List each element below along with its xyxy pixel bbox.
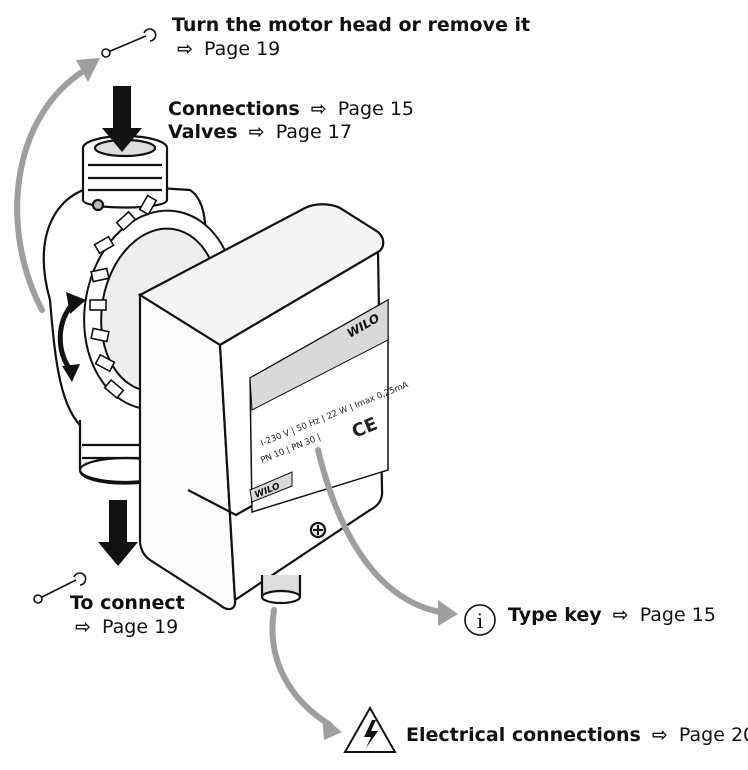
label-motor-head-ref: ⇨ Page 19 [172, 38, 280, 61]
pointer-arrows [14, 58, 458, 740]
label-electrical-title: Electrical connections [406, 724, 641, 746]
ref-page[interactable]: Page 17 [275, 121, 352, 143]
ref-page[interactable]: Page 15 [639, 604, 716, 626]
label-electrical: Electrical connections ⇨ Page 20 [406, 724, 748, 747]
ref-arrow-icon: ⇨ [651, 724, 668, 746]
flow-arrow-out [98, 500, 138, 566]
svg-text:i: i [477, 609, 483, 633]
flow-arrow-in [102, 86, 142, 152]
ref-arrow-icon: ⇨ [612, 604, 629, 626]
label-type-key-title: Type key [508, 604, 602, 626]
label-motor-head-title: Turn the motor head or remove it [172, 14, 531, 36]
ref-page[interactable]: Page 20 [678, 724, 748, 746]
label-to-connect-title: To connect [70, 592, 185, 614]
ref-page[interactable]: Page 19 [102, 616, 179, 638]
ref-arrow-icon: ⇨ [177, 38, 193, 60]
label-connections-title: Connections [168, 98, 300, 120]
label-to-connect: To connect [70, 592, 185, 615]
rating-plate: I-230 V | 50 Hz | 22 W | Imax 0,25mA PN … [249, 298, 410, 514]
ref-arrow-icon: ⇨ [310, 98, 327, 120]
ref-arrow-icon: ⇨ [248, 121, 265, 143]
ref-page[interactable]: Page 19 [204, 38, 281, 60]
label-type-key: Type key ⇨ Page 15 [508, 604, 716, 627]
wrench-icon-top [101, 28, 157, 58]
label-to-connect-ref: ⇨ Page 19 [70, 616, 178, 639]
info-icon: i [464, 604, 496, 636]
label-valves: Valves ⇨ Page 17 [168, 121, 352, 144]
rotate-arrow [57, 292, 86, 382]
label-motor-head: Turn the motor head or remove it [172, 14, 530, 37]
electric-warning-icon [343, 705, 397, 753]
ref-arrow-icon: ⇨ [75, 616, 91, 638]
ref-page[interactable]: Page 15 [337, 98, 414, 120]
label-connections: Connections ⇨ Page 15 [168, 98, 414, 121]
label-valves-title: Valves [168, 121, 238, 143]
wrench-icon-bottom [33, 572, 87, 604]
